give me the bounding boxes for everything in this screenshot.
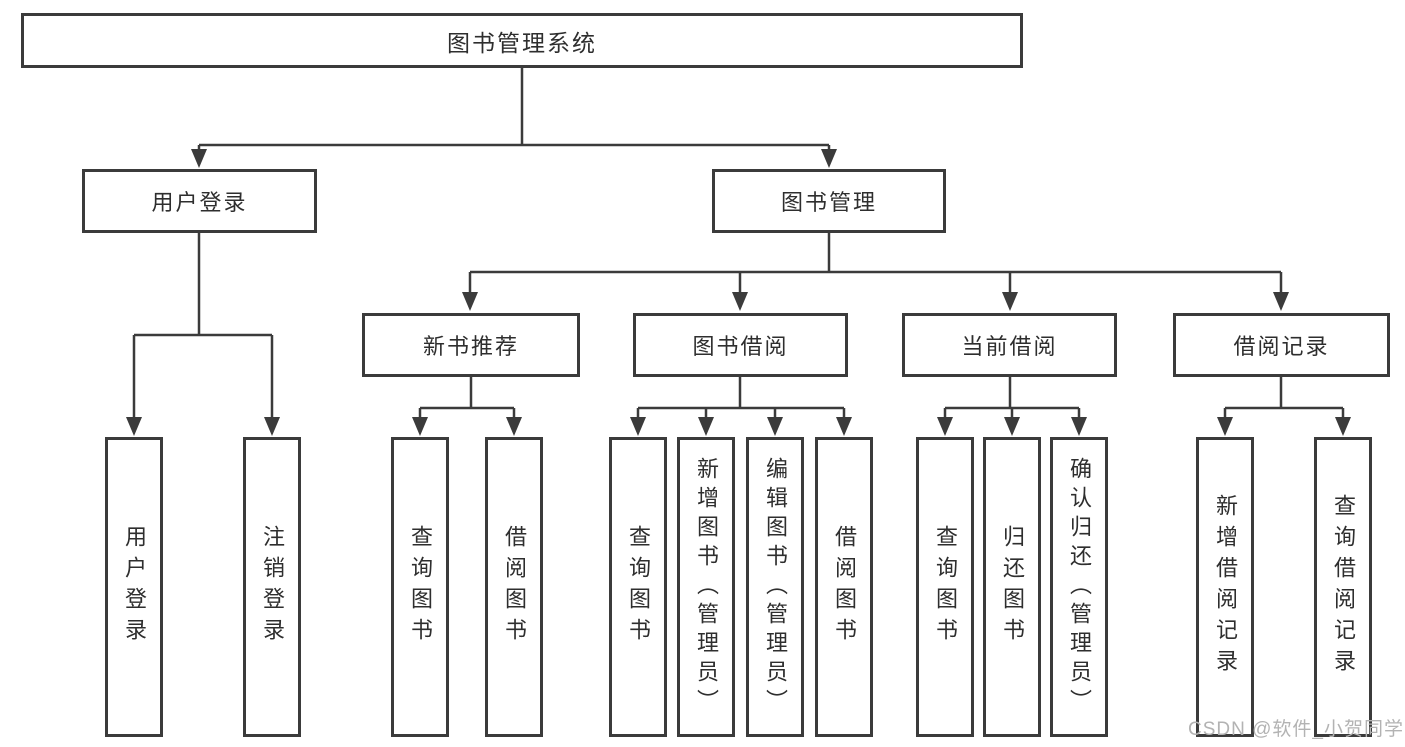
- leaf-query-borrow-record: 查询借阅记录: [1314, 437, 1372, 737]
- leaf-confirm-return-admin: 确认归还（管理员）: [1050, 437, 1108, 737]
- node-book-management: 图书管理: [712, 169, 946, 233]
- connector-current-borrow-split: [943, 377, 1081, 419]
- connector-root-split: [197, 68, 831, 151]
- arrowhead-icons: [126, 149, 1351, 436]
- leaf-return-books: 归还图书: [983, 437, 1041, 737]
- leaf-query-books-borrow: 查询图书: [609, 437, 667, 737]
- leaf-add-borrow-record: 新增借阅记录: [1196, 437, 1254, 737]
- node-root-system: 图书管理系统: [21, 13, 1023, 68]
- node-borrowing-records: 借阅记录: [1173, 313, 1390, 377]
- node-new-book-recommend: 新书推荐: [362, 313, 580, 377]
- connector-book-borrow-split: [636, 377, 846, 419]
- connector-book-mgmt-split: [468, 233, 1283, 294]
- leaf-add-books-admin: 新增图书（管理员）: [677, 437, 735, 737]
- connector-records-split: [1223, 377, 1345, 419]
- csdn-watermark: CSDN @软件_小贺同学: [1188, 719, 1404, 740]
- leaf-borrow-books-recommend: 借阅图书: [485, 437, 543, 737]
- node-current-borrowing: 当前借阅: [902, 313, 1117, 377]
- leaf-query-books-recommend: 查询图书: [391, 437, 449, 737]
- leaf-query-books-current: 查询图书: [916, 437, 974, 737]
- node-book-borrowing: 图书借阅: [633, 313, 848, 377]
- connector-new-book-split: [418, 377, 516, 419]
- node-user-login: 用户登录: [82, 169, 317, 233]
- connector-user-login-split: [132, 233, 274, 419]
- leaf-user-login: 用户登录: [105, 437, 163, 737]
- leaf-logout: 注销登录: [243, 437, 301, 737]
- leaf-borrow-books: 借阅图书: [815, 437, 873, 737]
- leaf-edit-books-admin: 编辑图书（管理员）: [746, 437, 804, 737]
